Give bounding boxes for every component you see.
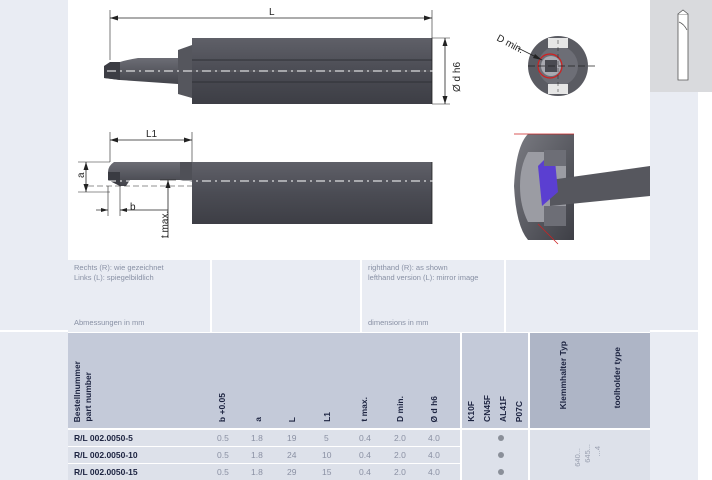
cell-b: 0.5 bbox=[217, 433, 229, 443]
cell-a: 1.8 bbox=[251, 433, 263, 443]
tool-thumbnail-icon bbox=[650, 0, 712, 92]
note-en-line2: lefthand version (L): mirror image bbox=[368, 273, 479, 282]
header-holder-en: toolholder type bbox=[612, 347, 622, 409]
dim-D-label: D min. bbox=[495, 33, 526, 56]
dim-a-label: a bbox=[76, 172, 87, 178]
cell-L1: 15 bbox=[322, 467, 332, 477]
availability-dot bbox=[498, 435, 504, 441]
tool-3d-clamp-view bbox=[514, 133, 650, 245]
note-de-line2: Links (L): spiegelbildlich bbox=[74, 273, 154, 282]
header-a: a bbox=[253, 417, 263, 422]
table-body: R/L 002.0050-5 0.5 1.8 19 5 0.4 2.0 4.0 … bbox=[68, 430, 460, 480]
header-d: Ø d h6 bbox=[429, 395, 439, 422]
dim-d-label: Ø d h6 bbox=[452, 62, 463, 92]
tool-thumbnail[interactable] bbox=[650, 0, 712, 92]
holder-value-1: 640... bbox=[573, 448, 582, 467]
cell-L: 24 bbox=[287, 450, 297, 460]
table-header-holder: Klemmhalter Typ toolholder type bbox=[530, 333, 650, 428]
header-material-al41f: AL41F bbox=[498, 396, 508, 422]
holder-value-3: ...4 bbox=[593, 446, 602, 457]
table-header: Bestellnummer part number b +0.05 a L L1… bbox=[68, 333, 460, 428]
tool-end-view bbox=[528, 36, 598, 96]
header-L: L bbox=[287, 416, 297, 422]
table-body-materials bbox=[462, 430, 528, 480]
header-material-p07c: P07C bbox=[514, 400, 524, 422]
cell-b: 0.5 bbox=[217, 467, 229, 477]
dim-b-label: b bbox=[130, 202, 136, 213]
header-part-number-de: Bestellnummer bbox=[72, 360, 82, 422]
note-de-line1: Rechts (R): wie gezeichnet bbox=[74, 263, 164, 272]
cell-L: 19 bbox=[287, 433, 297, 443]
holder-value-2: 645... bbox=[583, 444, 592, 463]
note-blank-2 bbox=[506, 260, 650, 332]
header-b: b +0.05 bbox=[217, 392, 227, 422]
header-part-number-en: part number bbox=[83, 372, 93, 422]
cell-D: 2.0 bbox=[394, 467, 406, 477]
cell-d: 4.0 bbox=[428, 450, 440, 460]
notes-strip: Rechts (R): wie gezeichnet Links (L): sp… bbox=[68, 260, 650, 332]
parts-table: Bestellnummer part number b +0.05 a L L1… bbox=[68, 333, 650, 480]
header-material-k10f: K10F bbox=[466, 401, 476, 422]
cell-D: 2.0 bbox=[394, 450, 406, 460]
table-row[interactable]: R/L 002.0050-15 0.5 1.8 29 15 0.4 2.0 4.… bbox=[68, 464, 460, 480]
tool-drawing-svg: L Ø d h6 D min. bbox=[76, 7, 650, 245]
dim-L-label: L bbox=[269, 7, 275, 18]
header-holder-de: Klemmhalter Typ bbox=[558, 341, 568, 410]
availability-dot bbox=[498, 469, 504, 475]
header-L1: L1 bbox=[322, 412, 332, 422]
note-de: Rechts (R): wie gezeichnet Links (L): sp… bbox=[68, 260, 210, 332]
dim-t-label: t max. bbox=[160, 211, 171, 238]
table-row[interactable]: R/L 002.0050-5 0.5 1.8 19 5 0.4 2.0 4.0 bbox=[68, 430, 460, 446]
dim-L1-label: L1 bbox=[146, 129, 158, 140]
cell-d: 4.0 bbox=[428, 467, 440, 477]
part-number: R/L 002.0050-10 bbox=[74, 450, 138, 460]
table-body-holder: 640... 645... ...4 bbox=[530, 430, 650, 480]
cell-t: 0.4 bbox=[359, 467, 371, 477]
note-blank-1 bbox=[212, 260, 360, 332]
technical-drawing: L Ø d h6 D min. bbox=[68, 0, 650, 260]
cell-t: 0.4 bbox=[359, 450, 371, 460]
note-en-units: dimensions in mm bbox=[368, 318, 429, 327]
part-number: R/L 002.0050-15 bbox=[74, 467, 138, 477]
header-D: D min. bbox=[395, 396, 405, 422]
note-de-units: Abmessungen in mm bbox=[74, 318, 145, 327]
left-margin-rail bbox=[0, 0, 68, 480]
cell-a: 1.8 bbox=[251, 450, 263, 460]
cell-L1: 5 bbox=[324, 433, 329, 443]
cell-t: 0.4 bbox=[359, 433, 371, 443]
availability-dot bbox=[498, 452, 504, 458]
cell-d: 4.0 bbox=[428, 433, 440, 443]
header-material-cn45f: CN45F bbox=[482, 395, 492, 422]
cell-a: 1.8 bbox=[251, 467, 263, 477]
note-en-line1: righthand (R): as shown bbox=[368, 263, 448, 272]
tool-top-view bbox=[88, 38, 468, 104]
table-row[interactable]: R/L 002.0050-10 0.5 1.8 24 10 0.4 2.0 4.… bbox=[68, 447, 460, 463]
cell-L1: 10 bbox=[322, 450, 332, 460]
header-t: t max. bbox=[359, 397, 369, 422]
cell-D: 2.0 bbox=[394, 433, 406, 443]
table-header-materials: K10F CN45F AL41F P07C bbox=[462, 333, 528, 428]
part-number: R/L 002.0050-5 bbox=[74, 433, 133, 443]
cell-L: 29 bbox=[287, 467, 297, 477]
tool-side-view bbox=[88, 162, 468, 224]
right-margin-rail bbox=[650, 92, 698, 480]
cell-b: 0.5 bbox=[217, 450, 229, 460]
note-en: righthand (R): as shown lefthand version… bbox=[362, 260, 504, 332]
